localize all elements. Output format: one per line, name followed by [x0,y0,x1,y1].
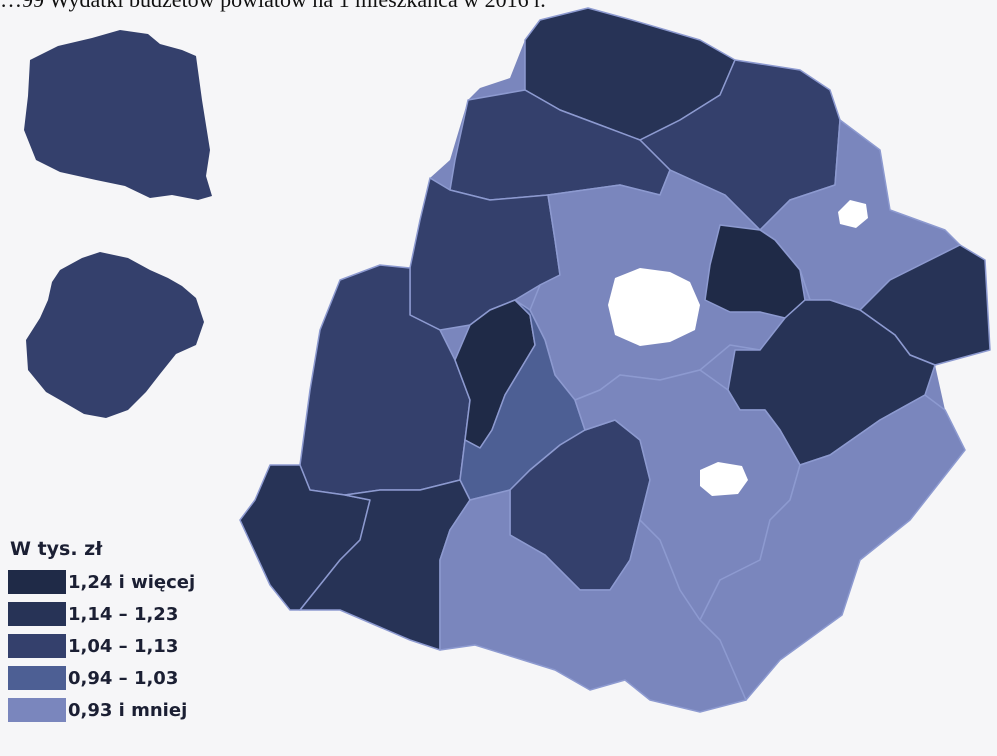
legend-swatch [8,634,66,658]
legend-label: 1,24 i więcej [68,571,196,593]
legend-label: 1,14 – 1,23 [68,603,179,625]
legend-item: 1,24 i więcej [8,566,195,598]
legend-swatch [8,602,66,626]
map-caption: …99 Wydatki budżetów powiatów na 1 miesz… [0,0,546,13]
inset-voivodeship-shape [26,252,204,418]
county-southeast [699,394,966,701]
legend-label: 1,04 – 1,13 [68,635,179,657]
city-lodz [608,268,700,346]
legend-item: 0,93 i mniej [8,694,195,726]
city-piotrkow [700,462,748,496]
legend-label: 0,94 – 1,03 [68,667,179,689]
legend-title: W tys. zł [10,538,103,560]
legend-item: 1,04 – 1,13 [8,630,195,662]
counties [239,7,991,713]
legend-item: 0,94 – 1,03 [8,662,195,694]
legend-swatch [8,698,66,722]
city-skierniewice [838,200,868,228]
inset-poland-shape [24,30,212,200]
legend-label: 0,93 i mniej [68,699,188,721]
legend-swatch [8,570,66,594]
legend-item: 1,14 – 1,23 [8,598,195,630]
legend-swatch [8,666,66,690]
legend: W tys. zł 1,24 i więcej 1,14 – 1,23 1,04… [8,538,195,726]
